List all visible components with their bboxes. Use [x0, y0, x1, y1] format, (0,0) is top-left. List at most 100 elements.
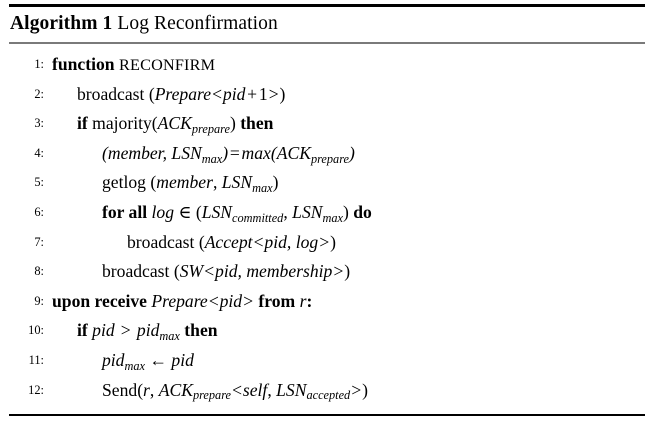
var-lsn: LSN — [201, 201, 233, 222]
msg-prepare: Prepare — [154, 83, 212, 104]
line-content: getlog (member, LSNmax) — [102, 172, 279, 196]
var-log: log — [151, 201, 175, 222]
msg-sw: SW — [179, 261, 204, 282]
var-ack: ACK — [158, 379, 193, 400]
line-content: if majority(ACKprepare) then — [77, 113, 274, 137]
keyword-then: then — [184, 320, 218, 341]
left-arrow-icon: ← — [149, 349, 167, 370]
algorithm-body: 1: function RECONFIRM 2: broadcast (Prep… — [0, 50, 654, 405]
op-send: Send — [102, 379, 138, 400]
code-line: 2: broadcast (Prepare<pid+1>) — [0, 80, 654, 110]
subscript-max: max — [159, 329, 180, 344]
var-lsn: LSN — [276, 379, 307, 400]
var-member: member — [107, 142, 163, 163]
keyword-function: function — [52, 54, 115, 74]
subscript-committed: committed — [232, 210, 284, 225]
code-line: 11: pidmax ← pid — [0, 346, 654, 376]
subscript-accepted: accepted — [306, 388, 351, 403]
subscript-max: max — [322, 210, 343, 225]
msg-accept: Accept — [204, 231, 253, 252]
keyword-upon-receive: upon receive — [52, 290, 147, 311]
var-r: r — [299, 290, 307, 311]
keyword-if: if — [77, 320, 88, 341]
line-number: 12: — [28, 382, 44, 397]
var-pid: pid — [222, 83, 246, 104]
rule-under-caption — [9, 42, 645, 44]
element-of-icon: ∈ — [178, 201, 192, 222]
keyword-for-all: for all — [102, 201, 148, 222]
line-number: 7: — [34, 234, 44, 249]
var-member: member — [156, 172, 213, 193]
line-number: 1: — [34, 57, 44, 71]
rule-bottom — [9, 414, 645, 416]
op-broadcast: broadcast — [127, 231, 195, 252]
code-line: 1: function RECONFIRM — [0, 50, 654, 80]
procedure-name-reconfirm: RECONFIRM — [118, 56, 216, 74]
algorithm-title: Log Reconfirmation — [117, 13, 278, 34]
var-pid: pid — [219, 290, 243, 311]
line-content: broadcast (SW<pid, membership>) — [102, 261, 351, 282]
code-line: 9: upon receive Prepare<pid> from r: — [0, 287, 654, 317]
var-ack: ACK — [157, 113, 192, 134]
code-line: 4: (member, LSNmax)=max(ACKprepare) — [0, 139, 654, 169]
subscript-prepare: prepare — [191, 122, 230, 137]
keyword-from: from — [258, 290, 296, 311]
line-content: if pid > pidmax then — [77, 316, 218, 348]
var-ack: ACK — [276, 142, 311, 163]
msg-prepare: Prepare — [151, 290, 208, 311]
var-pid: pid — [136, 320, 160, 341]
line-number: 4: — [34, 145, 44, 160]
op-broadcast: broadcast — [77, 83, 145, 104]
greater-than-icon: > — [120, 320, 131, 341]
var-pid: pid — [215, 261, 238, 282]
line-content: (member, LSNmax)=max(ACKprepare) — [102, 142, 355, 166]
op-broadcast: broadcast — [102, 261, 170, 282]
line-content: function RECONFIRM — [52, 50, 215, 81]
code-line: 5: getlog (member, LSNmax) — [0, 168, 654, 198]
var-membership: membership — [246, 261, 333, 282]
var-pid: pid — [92, 320, 115, 341]
keyword-do: do — [353, 201, 372, 222]
var-pid: pid — [264, 231, 287, 252]
line-content: broadcast (Accept<pid, log>) — [127, 231, 336, 252]
subscript-max: max — [201, 151, 223, 166]
var-log: log — [295, 231, 319, 252]
line-number: 9: — [34, 293, 44, 308]
code-line: 8: broadcast (SW<pid, membership>) — [0, 257, 654, 287]
line-content: Send(r, ACKprepare<self, LSNaccepted>) — [102, 379, 368, 403]
rule-top — [9, 4, 645, 7]
var-pid: pid — [171, 349, 194, 370]
var-lsn: LSN — [171, 142, 202, 163]
line-number: 11: — [28, 352, 44, 367]
code-line: 6: for all log ∈ (LSNcommitted, LSNmax) … — [0, 198, 654, 228]
fn-majority: majority — [92, 113, 152, 134]
code-line: 3: if majority(ACKprepare) then — [0, 109, 654, 139]
subscript-max: max — [124, 358, 145, 373]
algorithm-caption: Algorithm 1 Log Reconfirmation — [10, 11, 278, 37]
var-r: r — [143, 379, 150, 400]
line-number: 2: — [34, 86, 44, 101]
subscript-prepare: prepare — [192, 388, 232, 403]
subscript-prepare: prepare — [310, 151, 350, 166]
num-one: 1 — [258, 83, 268, 104]
algorithm-label: Algorithm 1 — [10, 13, 113, 34]
code-line: 10: if pid > pidmax then — [0, 316, 654, 346]
line-number: 10: — [28, 323, 44, 338]
var-self: self — [242, 379, 268, 400]
op-getlog: getlog — [102, 172, 146, 193]
code-line: 7: broadcast (Accept<pid, log>) — [0, 228, 654, 258]
line-content: broadcast (Prepare<pid+1>) — [77, 83, 286, 104]
line-number: 8: — [34, 264, 44, 279]
var-lsn: LSN — [292, 201, 323, 222]
fn-max: max — [241, 142, 271, 163]
subscript-max: max — [252, 181, 273, 196]
line-content: upon receive Prepare<pid> from r: — [52, 290, 313, 311]
code-line: 12: Send(r, ACKprepare<self, LSNaccepted… — [0, 376, 654, 406]
var-pid: pid — [102, 349, 125, 370]
line-number: 6: — [34, 204, 44, 219]
var-lsn: LSN — [221, 172, 253, 193]
line-number: 5: — [34, 175, 44, 190]
keyword-then: then — [240, 113, 274, 134]
line-content: pidmax ← pid — [102, 346, 194, 378]
